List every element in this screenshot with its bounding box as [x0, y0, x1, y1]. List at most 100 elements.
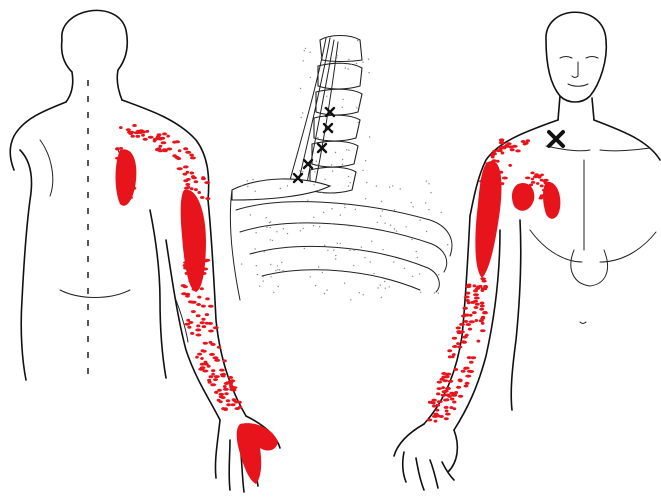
referral-dot [443, 375, 449, 379]
stipple-dot [380, 200, 383, 203]
stipple-dot [344, 204, 346, 206]
referral-dot [479, 301, 485, 305]
stipple-dot [276, 265, 279, 267]
referral-dot [436, 400, 443, 404]
referral-dot [535, 182, 540, 185]
referral-dot [429, 400, 433, 404]
referral-dot [458, 379, 463, 383]
referral-dot [436, 392, 441, 396]
stipple-dot [302, 227, 304, 230]
referral-dot [189, 187, 194, 191]
stipple-dot [342, 98, 344, 101]
referral-dot [214, 390, 219, 394]
referral-dot [195, 355, 199, 359]
stipple-dot [353, 264, 355, 267]
stipple-dot [269, 226, 271, 229]
referral-dot [221, 407, 226, 411]
stipple-dot [246, 180, 249, 182]
referral-dot [440, 393, 447, 397]
stipple-dot [304, 47, 307, 50]
stipple-dot [323, 292, 326, 295]
stipple-dot [326, 95, 328, 98]
stipple-dot [312, 225, 315, 227]
referral-dot [211, 369, 216, 373]
referral-dot [166, 134, 170, 138]
referral-dot [479, 304, 485, 308]
referral-dot [197, 295, 202, 299]
referral-dot [451, 336, 458, 340]
referral-dot [456, 342, 461, 346]
referral-dot [481, 279, 487, 283]
stipple-dot [275, 269, 277, 272]
referral-dot [207, 321, 213, 325]
referral-dot [470, 356, 477, 360]
referral-dot [201, 304, 206, 308]
referral-dot [222, 387, 229, 391]
stipple-dot [324, 244, 326, 247]
referral-dot [200, 357, 204, 360]
stipple-dot [330, 164, 333, 166]
stipple-dot [339, 242, 341, 245]
stipple-dot [303, 247, 305, 250]
referral-dot [189, 171, 195, 175]
referral-dot [476, 339, 481, 343]
stipple-dot [399, 188, 401, 190]
referral-dot [196, 324, 201, 328]
referral-dot [189, 153, 194, 157]
referral-dot [119, 126, 123, 130]
referral-dot [480, 321, 485, 325]
referral-dot [185, 170, 190, 174]
referral-dot [481, 315, 486, 319]
stipple-dot [269, 239, 271, 241]
referral-dot [474, 302, 480, 306]
stipple-dot [309, 76, 311, 79]
referral-dot [459, 322, 465, 326]
stipple-dot [349, 182, 351, 184]
referral-dot [540, 173, 544, 177]
stipple-dot [411, 238, 413, 241]
referral-dot [200, 196, 205, 199]
referral-dot [142, 137, 148, 141]
referral-dot [498, 141, 505, 145]
referral-dot [436, 387, 442, 391]
referral-dot [231, 386, 238, 390]
stipple-dot [425, 180, 427, 182]
referral-dot [457, 345, 463, 349]
referral-dot [147, 135, 154, 139]
referral-dot [202, 341, 208, 345]
referral-dot [501, 146, 507, 150]
referral-dot [482, 311, 488, 315]
stipple-dot [268, 221, 271, 224]
stipple-dot [348, 225, 351, 227]
referral-dot [468, 320, 475, 324]
referral-dot [501, 176, 508, 180]
stipple-dot [273, 291, 275, 294]
referral-dot [473, 296, 480, 300]
referral-dot [119, 147, 123, 150]
referral-dot [222, 359, 227, 363]
referral-dot [214, 358, 221, 362]
referral-dot [451, 355, 455, 359]
stipple-dot [277, 285, 279, 288]
stipple-dot [266, 226, 268, 228]
referral-dot [231, 398, 237, 402]
referral-dot [537, 175, 542, 179]
referral-dot [505, 143, 510, 147]
referral-dot [156, 135, 160, 138]
stipple-dot [258, 285, 261, 287]
referral-dot [205, 297, 210, 301]
stipple-dot [375, 185, 378, 187]
stipple-dot [354, 208, 357, 211]
referral-dot [473, 289, 478, 293]
x-mark-icon [547, 130, 565, 148]
referral-dot [229, 384, 234, 387]
referral-dot [231, 388, 237, 392]
referral-dot [204, 181, 211, 185]
referral-dot [443, 417, 449, 421]
stipple-dot [376, 221, 378, 224]
stipple-dot [315, 160, 318, 162]
stipple-dot [286, 185, 289, 187]
stipple-dot [269, 221, 272, 223]
stipple-dot [371, 240, 373, 242]
